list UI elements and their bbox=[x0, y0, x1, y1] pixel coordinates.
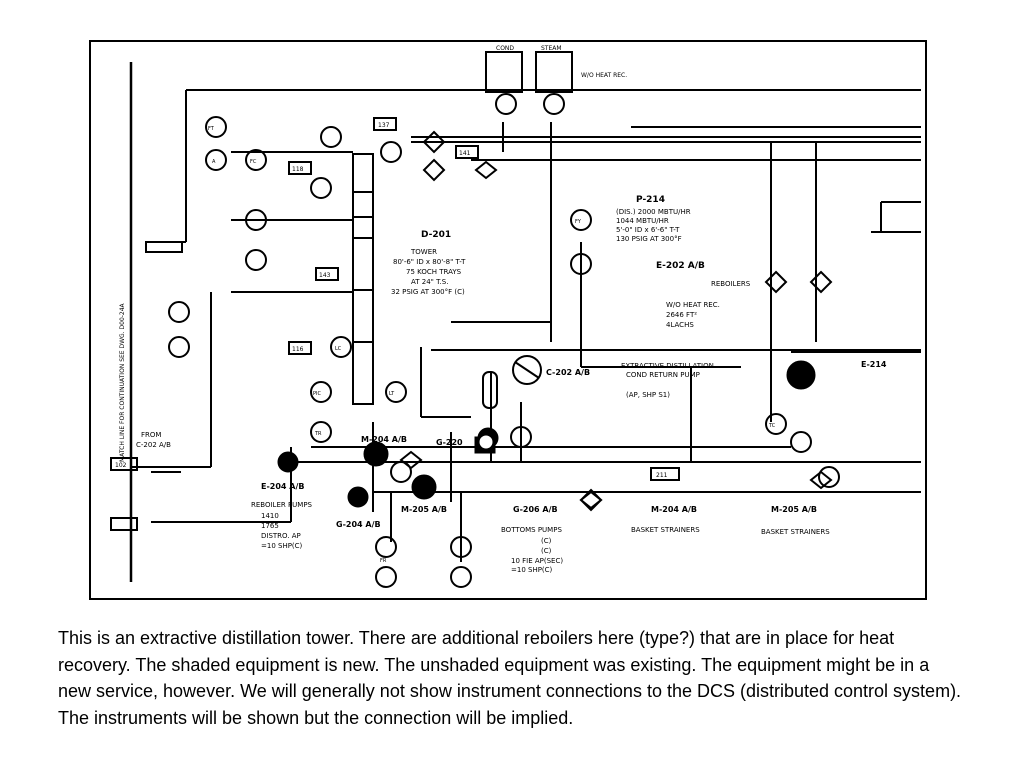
m205-label: M-205 A/B bbox=[401, 505, 447, 514]
bottoms-pumps-2: (C) bbox=[541, 547, 552, 555]
p214-label: P-214 bbox=[636, 195, 665, 205]
caption-text: This is an extractive distillation tower… bbox=[58, 628, 962, 728]
from-label: FROM bbox=[141, 431, 161, 439]
instr-tag-fr: FR bbox=[380, 558, 387, 564]
bottoms-pumps-0: BOTTOMS PUMPS bbox=[501, 526, 562, 534]
instr-tag-pic: PIC bbox=[313, 391, 321, 397]
extractive-0: EXTRACTIVE DISTILLATION bbox=[621, 362, 714, 370]
extractive-2: (AP, SHP S1) bbox=[626, 391, 670, 399]
g206-label: G-206 A/B bbox=[513, 505, 558, 514]
m204-label: M-204 A/B bbox=[361, 435, 407, 444]
line-tag-6: 102 bbox=[115, 462, 127, 469]
reboiler-desc-0: W/O HEAT REC. bbox=[666, 301, 720, 309]
bottoms-pumps-1: (C) bbox=[541, 537, 552, 545]
tower-desc-4: 32 PSIG AT 300°F (C) bbox=[391, 288, 465, 296]
e204-label: E-204 A/B bbox=[261, 482, 304, 491]
reboiler-pumps-2: 1765 bbox=[261, 522, 279, 530]
line-tag-3: 116 bbox=[292, 346, 304, 353]
tower-desc-3: AT 24" T.S. bbox=[411, 278, 448, 286]
reboiler-label: E-202 A/B bbox=[656, 261, 705, 271]
instr-tag-lc: LC bbox=[335, 346, 342, 352]
p214-desc-2: 5'-0" ID x 6'-6" T-T bbox=[616, 226, 680, 234]
line-tag-1: 118 bbox=[292, 166, 304, 173]
p214-desc-3: 130 PSIG AT 300°F bbox=[616, 235, 682, 243]
m204-strainers-label: M-204 A/B bbox=[651, 505, 697, 514]
e214-label: E-214 bbox=[861, 360, 887, 369]
tower-desc-0: TOWER bbox=[410, 248, 437, 256]
bottoms-pumps-3: 10 FIE AP(SEC) bbox=[511, 557, 563, 565]
g204-label: G-204 A/B bbox=[336, 520, 381, 529]
wo-heat-rec: W/O HEAT REC. bbox=[581, 72, 627, 79]
instr-tag-a: A bbox=[212, 159, 216, 165]
reboiler-pumps-3: DISTRO. AP bbox=[261, 532, 301, 540]
reboiler-pumps-4: =10 SHP(C) bbox=[261, 542, 303, 550]
tower-desc-2: 75 KOCH TRAYS bbox=[406, 268, 462, 276]
line-tag-5: 141 bbox=[459, 150, 471, 157]
instr-tag-tc: TC bbox=[768, 423, 776, 429]
vertical-match-text: MATCH LINE FOR CONTINUATION SEE DWG. D00… bbox=[119, 302, 126, 462]
reboiler-suffix: REBOILERS bbox=[711, 280, 751, 288]
reboiler-desc-2: 4LACHS bbox=[666, 321, 694, 329]
g220-label: G-220 bbox=[436, 438, 463, 447]
tower-desc-1: 80'-6" ID x 80'-8" T-T bbox=[393, 258, 466, 266]
instr-tag-fc: FC bbox=[250, 159, 257, 165]
line-tag-0: 137 bbox=[378, 122, 390, 129]
m204-strainers-desc: BASKET STRAINERS bbox=[631, 526, 700, 534]
reboiler-pumps-1: 1410 bbox=[261, 512, 279, 520]
instr-tag-ft: FT bbox=[208, 126, 215, 132]
p214-desc-0: (DIS.) 2000 MBTU/HR bbox=[616, 208, 691, 216]
m205-strainers-desc: BASKET STRAINERS bbox=[761, 528, 830, 536]
line-tag-4: 211 bbox=[656, 472, 668, 479]
diagram-svg: D-201 TOWER 80'-6" ID x 80'-8" T-T 75 KO… bbox=[110, 45, 921, 588]
bottoms-pumps-4: =10 SHP(C) bbox=[511, 566, 553, 574]
from-sub: C-202 A/B bbox=[136, 441, 171, 449]
m205-strainers-label: M-205 A/B bbox=[771, 505, 817, 514]
c202-label: C-202 A/B bbox=[546, 368, 590, 377]
tower-label: D-201 bbox=[421, 230, 451, 240]
reboiler-pumps-0: REBOILER PUMPS bbox=[251, 501, 313, 509]
instr-tag-tr: TR bbox=[314, 431, 322, 437]
top-box-cond: COND bbox=[496, 45, 514, 52]
instr-tag-fy: FY bbox=[575, 219, 582, 225]
top-box-steam: STEAM bbox=[541, 45, 562, 52]
p214-desc-1: 1044 MBTU/HR bbox=[616, 217, 669, 225]
instr-tag-lt: LT bbox=[389, 391, 395, 397]
extractive-1: COND RETURN PUMP bbox=[626, 371, 700, 379]
reboiler-desc-1: 2646 FT² bbox=[666, 311, 697, 319]
line-tag-2: 143 bbox=[319, 272, 331, 279]
pid-diagram: D-201 TOWER 80'-6" ID x 80'-8" T-T 75 KO… bbox=[89, 40, 927, 600]
